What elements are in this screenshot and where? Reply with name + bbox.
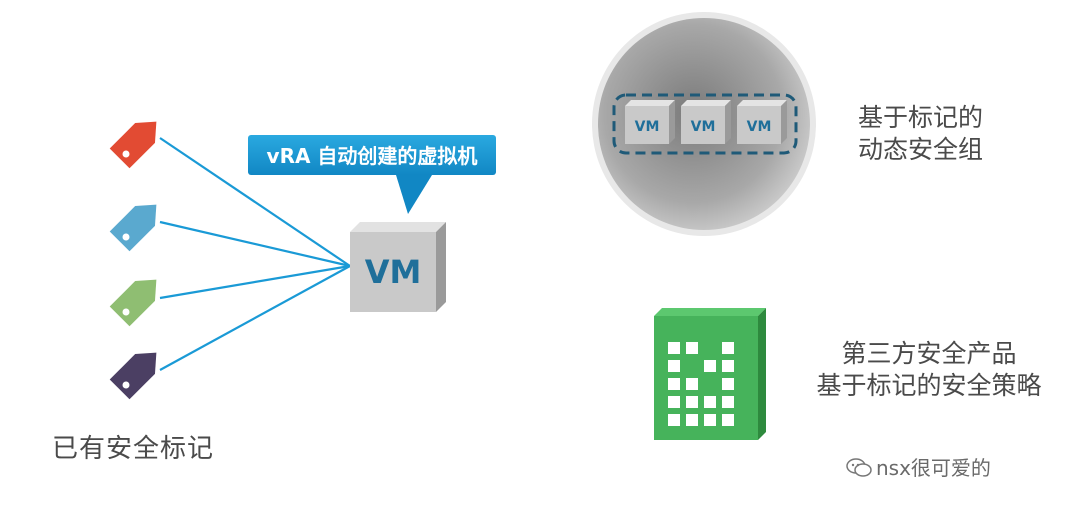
tag-hole [122, 150, 130, 158]
third-party-product-icon [654, 308, 766, 440]
vm-main-label: VM [365, 253, 422, 291]
tag-green-icon [109, 279, 157, 327]
connector-line-blue [159, 220, 351, 268]
group-vm-3: VM [737, 100, 787, 144]
third-party-label-line1: 第三方安全产品 [841, 339, 1017, 368]
group-boundary [612, 93, 798, 155]
dynamic-group-label-line2: 动态安全组 [858, 135, 984, 164]
group-vm-list: VM VM VM [625, 100, 787, 144]
connector-line-red [159, 137, 351, 267]
tag-red-icon [109, 121, 157, 169]
tag-hole [122, 233, 130, 241]
callout-bubble: vRA 自动创建的虚拟机 [248, 135, 496, 214]
group-vm-label: VM [691, 119, 716, 135]
group-vm-2: VM [681, 100, 731, 144]
third-party-label-line2: 基于标记的安全策略 [816, 371, 1042, 400]
tag-connections [159, 137, 351, 371]
group-vm-label: VM [747, 119, 772, 135]
watermark-text: nsx很可爱的 [876, 456, 991, 480]
connector-line-purple [159, 265, 351, 371]
existing-tags-label: 已有安全标记 [52, 434, 215, 464]
callout-text: vRA 自动创建的虚拟机 [267, 144, 478, 168]
vm-box-main: VM [350, 222, 446, 312]
dynamic-group-label: 基于标记的 动态安全组 [858, 102, 983, 166]
connector-line-green [159, 264, 351, 300]
group-vm-1: VM [625, 100, 675, 144]
dynamic-group-circle: VM VM VM [592, 12, 816, 236]
watermark: nsx很可爱的 [846, 452, 991, 481]
security-tags [109, 121, 157, 400]
group-vm-label: VM [635, 119, 660, 135]
tag-purple-icon [109, 352, 157, 400]
third-party-label: 第三方安全产品 基于标记的安全策略 [798, 338, 1060, 402]
dynamic-group-label-line1: 基于标记的 [858, 103, 984, 132]
tag-hole [122, 381, 130, 389]
tag-blue-icon [109, 204, 157, 252]
wechat-icon [846, 458, 872, 477]
tag-hole [122, 308, 130, 316]
